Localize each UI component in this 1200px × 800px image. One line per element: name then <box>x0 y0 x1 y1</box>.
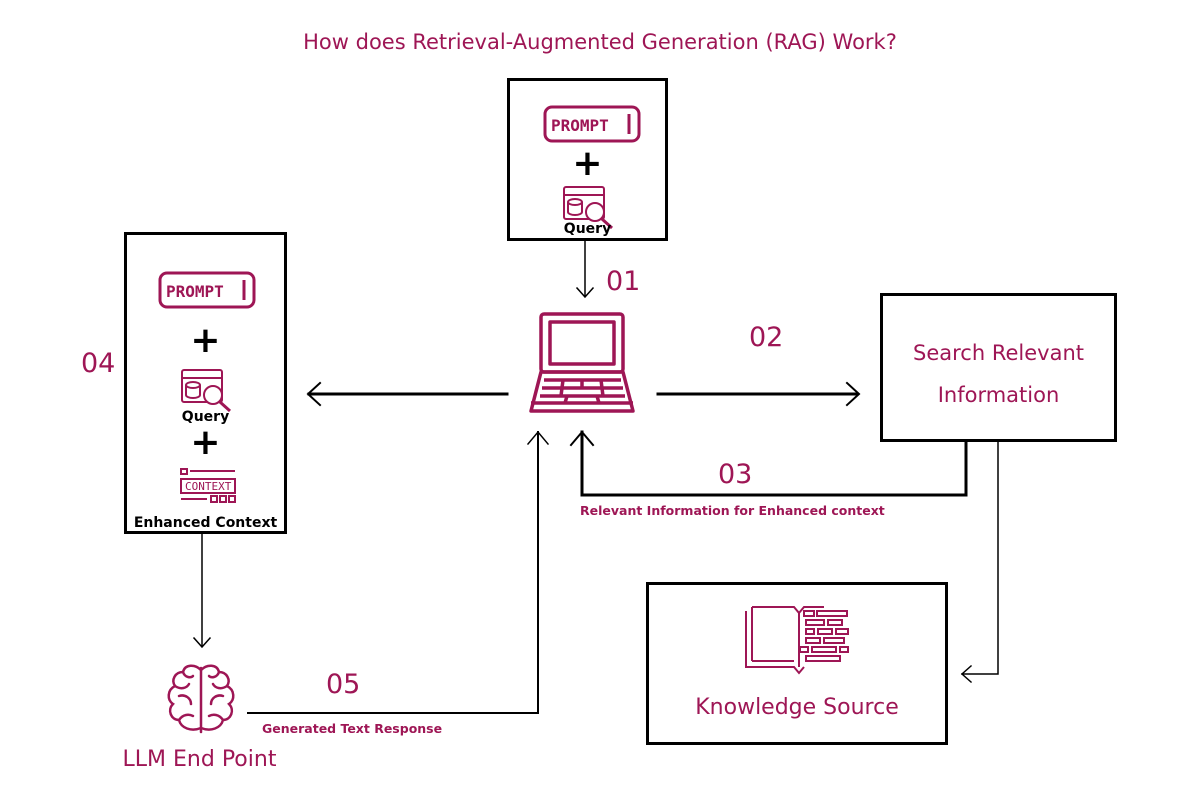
page-title: How does Retrieval-Augmented Generation … <box>303 30 897 54</box>
arrow-03-head <box>569 430 595 447</box>
prompt-icon: PROMPT <box>543 105 641 143</box>
step-04-number: 04 <box>81 348 116 379</box>
svg-text:PROMPT: PROMPT <box>551 116 609 135</box>
enhanced-context-label: Enhanced Context <box>133 515 278 531</box>
input-box: PROMPT + Query <box>507 78 668 241</box>
arrow-knowledge-head <box>960 664 973 684</box>
arrow-05-head <box>526 430 550 446</box>
query-label: Query <box>563 221 612 237</box>
enhanced-context-box: PROMPT + Query + CONTEXT Enhanced Contex… <box>124 232 287 534</box>
search-relevant-info-box: Search Relevant Information <box>880 293 1117 442</box>
search-label-line2: Information <box>937 383 1060 407</box>
knowledge-source-box: Knowledge Source <box>646 582 948 745</box>
arrow-04-head <box>306 381 322 407</box>
step-03-number: 03 <box>718 459 753 490</box>
step-05-caption: Generated Text Response <box>262 721 443 736</box>
plus-sign-2: + <box>190 422 221 463</box>
plus-sign: + <box>190 320 221 361</box>
query-label: Query <box>181 409 230 425</box>
search-label-line1: Search Relevant <box>913 341 1084 365</box>
step-02-number: 02 <box>749 322 784 353</box>
svg-text:CONTEXT: CONTEXT <box>185 480 232 493</box>
laptop-icon <box>529 312 635 413</box>
step-01-number: 01 <box>606 266 641 297</box>
arrow-knowledge-line <box>961 441 999 675</box>
brain-icon <box>167 664 235 734</box>
svg-text:PROMPT: PROMPT <box>166 282 224 301</box>
context-doc-icon: CONTEXT <box>180 468 236 503</box>
prompt-icon: PROMPT <box>158 271 256 309</box>
arrow-02-head <box>845 381 861 407</box>
step-03-caption: Relevant Information for Enhanced contex… <box>580 503 885 518</box>
arrow-05-line <box>247 431 539 714</box>
llm-endpoint-label: LLM End Point <box>122 747 277 772</box>
search-box-label: Search Relevant Information <box>883 332 1114 416</box>
arrow-llm-head <box>192 636 212 649</box>
open-book-icon <box>745 606 849 675</box>
database-search-icon <box>563 186 614 230</box>
arrow-03-line <box>580 430 968 497</box>
database-search-icon <box>181 369 232 413</box>
step-05-number: 05 <box>326 669 361 700</box>
plus-sign: + <box>572 143 603 184</box>
arrow-01-head <box>575 286 595 299</box>
knowledge-source-label: Knowledge Source <box>695 695 899 720</box>
